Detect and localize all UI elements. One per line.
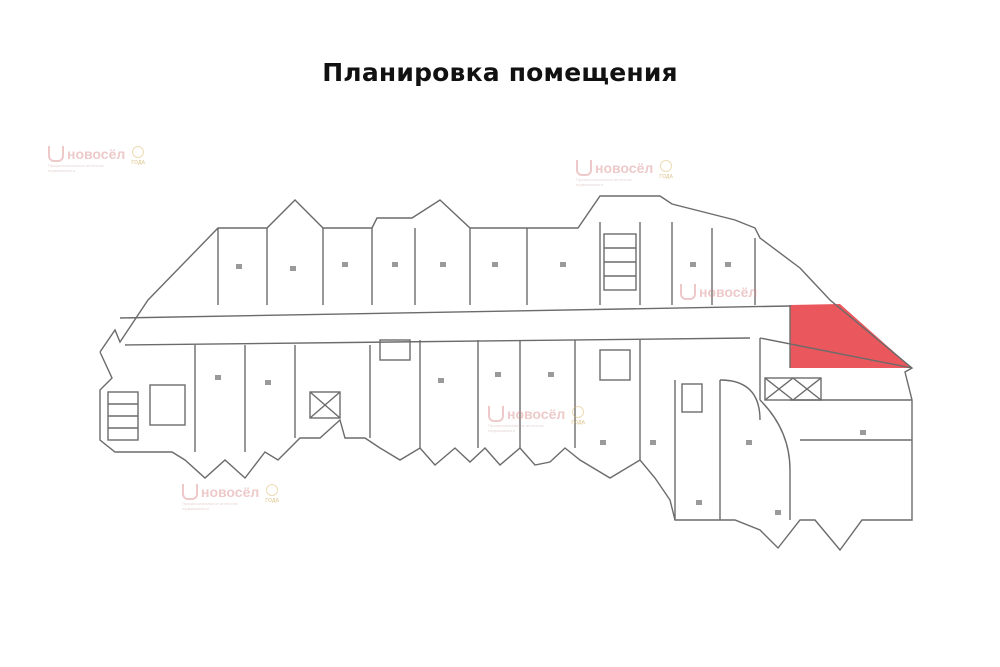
page-title: Планировка помещения (322, 58, 678, 87)
watermark-logo: новосёл Профессиональное агентство недви… (182, 484, 280, 511)
award-icon (266, 484, 279, 496)
brand-mark-icon (488, 406, 504, 422)
award-icon (660, 160, 673, 172)
brand-mark-icon (576, 160, 592, 176)
room-markers (215, 262, 866, 515)
watermark-logo: новосёл Профессиональное агентство недви… (488, 406, 586, 433)
brand-mark-icon (182, 484, 198, 500)
brand-mark-icon (680, 284, 696, 300)
award-icon (132, 146, 145, 158)
watermark-logo: новосёл Профессиональное агентство недви… (576, 160, 674, 187)
award-icon (572, 406, 585, 418)
brand-mark-icon (48, 146, 64, 162)
plan-outline (99, 195, 914, 552)
watermark-logo: новосёл Профессиональное агентство недви… (48, 146, 146, 173)
highlighted-premises (790, 304, 912, 368)
watermark-logo: новосёл (680, 284, 757, 300)
